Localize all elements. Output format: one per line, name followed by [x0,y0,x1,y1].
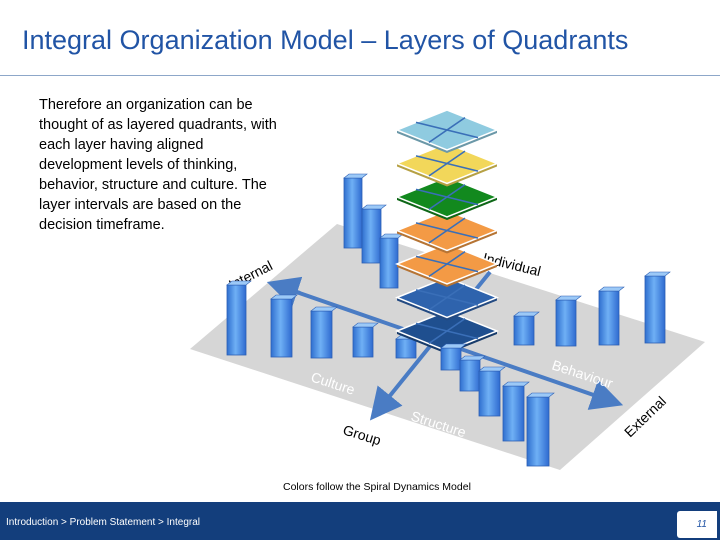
bar-group-front [440,343,555,467]
bar-front-4 [502,381,530,442]
quadrant-layer-7 [394,109,500,153]
bar-group-back [226,173,671,359]
axis-internal-external-start [266,276,303,308]
bar-back-12 [644,271,671,344]
slide-title: Integral Organization Model – Layers of … [22,25,629,55]
quadrant-layer-4 [394,209,500,254]
bar-back-2 [361,204,387,264]
bar-back-10 [555,295,582,347]
body-text: Therefore an organization can be thought… [39,97,277,233]
bar-front-3 [478,366,506,417]
bar-back-4 [226,280,252,356]
bar-front-1 [440,343,467,371]
bar-back-5 [270,294,298,358]
quadrant-layers [394,109,500,354]
quadrant-layer-5 [394,176,500,220]
bar-back-9 [513,311,540,346]
page-number: 11 [696,519,707,530]
bar-back-6 [310,306,338,359]
quadrant-layer-1 [394,310,500,354]
bar-back-11 [598,286,625,346]
breadcrumb: Introduction > Problem Statement > Integ… [6,517,200,528]
bar-back-7 [352,322,379,358]
bar-front-2 [459,355,486,392]
quadrant-layer-2 [394,276,500,321]
diagram-caption: Colors follow the Spiral Dynamics Model [283,481,471,493]
title-divider [0,75,720,76]
quadrant-layer-6 [394,142,500,187]
footer-bar: Introduction > Problem Statement > Integ… [0,502,720,540]
page-number-box: 11 [677,511,717,538]
quadrant-layer-3 [394,243,500,287]
axis-label-group: Group [341,422,383,449]
bar-front-5 [526,392,555,467]
